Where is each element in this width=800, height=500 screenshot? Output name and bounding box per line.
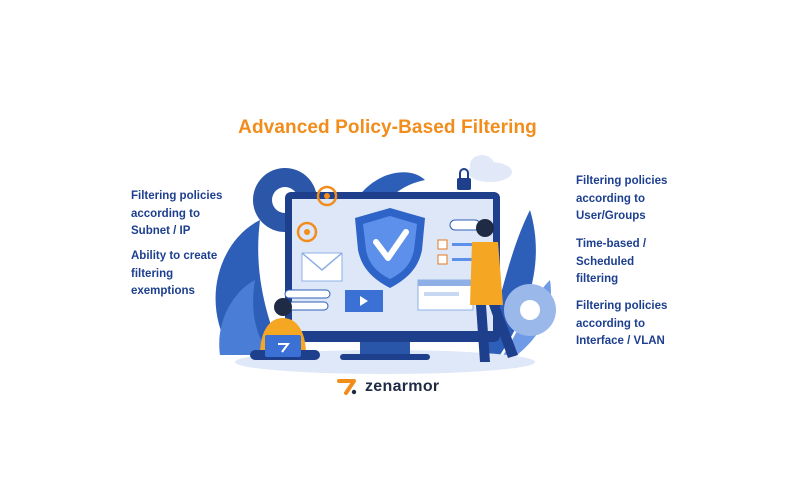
cloud-icon xyxy=(468,155,512,182)
padlock-icon xyxy=(457,168,471,190)
feature-user-groups: Filtering policies according to User/Gro… xyxy=(576,175,668,222)
laptop-icon xyxy=(265,335,301,357)
video-icon xyxy=(345,290,383,312)
security-illustration xyxy=(215,155,556,374)
browser-window xyxy=(417,279,474,311)
envelope-icon xyxy=(301,252,343,282)
feature-exemptions: Ability to create filtering exemptions xyxy=(131,250,218,297)
brand-name: zenarmor xyxy=(365,378,440,395)
brand-logo: zenarmor xyxy=(337,378,439,396)
zenarmor-logo-icon xyxy=(337,379,357,395)
feature-time-based: Time-based / Scheduled filtering xyxy=(576,238,647,285)
gear-icon xyxy=(504,284,556,336)
checklist xyxy=(437,219,482,265)
target-icon xyxy=(316,185,338,207)
feature-interface-vlan: Filtering policies according to Interfac… xyxy=(576,300,668,347)
shield-check-icon xyxy=(355,208,425,288)
page-title: Advanced Policy-Based Filtering xyxy=(238,117,537,138)
person-standing xyxy=(470,219,518,362)
feature-subnet-ip: Filtering policies according to Subnet /… xyxy=(131,190,223,237)
target-icon xyxy=(296,221,318,243)
